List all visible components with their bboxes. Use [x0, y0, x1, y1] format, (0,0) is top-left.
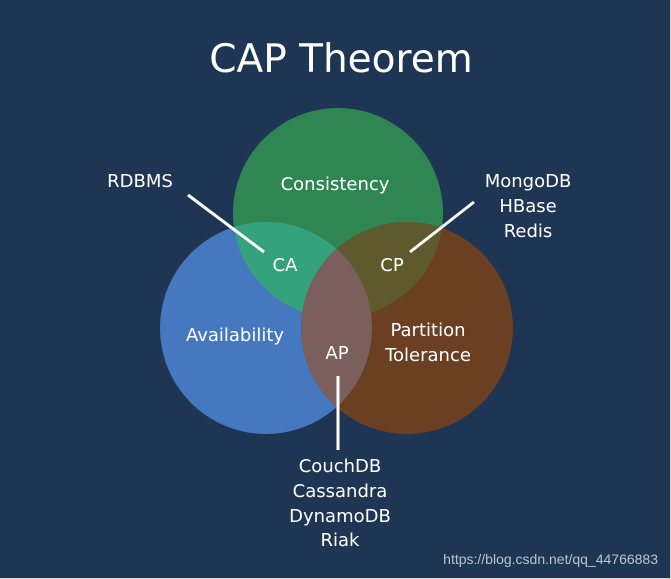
cp-system-redis: Redis — [504, 221, 553, 242]
ap-system-dynamodb: DynamoDB — [289, 506, 391, 527]
diagram-title: CAP Theorem — [209, 37, 472, 82]
ap-system-riak: Riak — [321, 530, 361, 551]
ap-overlap-region — [301, 222, 372, 434]
cp-systems-connector-line — [409, 200, 475, 254]
availability-label: Availability — [186, 325, 284, 346]
ca-label: CA — [273, 255, 299, 276]
ap-system-couchdb: CouchDB — [299, 456, 382, 477]
partition-tolerance-label-line-1: Partition — [390, 320, 465, 341]
ca-system-rdbms: RDBMS — [107, 171, 173, 192]
cp-label: CP — [380, 255, 404, 276]
ap-label: AP — [325, 343, 348, 364]
consistency-label: Consistency — [281, 174, 390, 195]
cp-system-hbase: HBase — [499, 196, 556, 217]
rdbms-connector-line — [187, 193, 265, 254]
ap-system-cassandra: Cassandra — [293, 481, 388, 502]
cp-system-mongodb: MongoDB — [485, 171, 572, 192]
source-watermark: https://blog.csdn.net/qq_44766883 — [443, 551, 658, 567]
partition-tolerance-label-line-2: Tolerance — [384, 345, 471, 366]
ap-overlap-group — [301, 222, 372, 434]
